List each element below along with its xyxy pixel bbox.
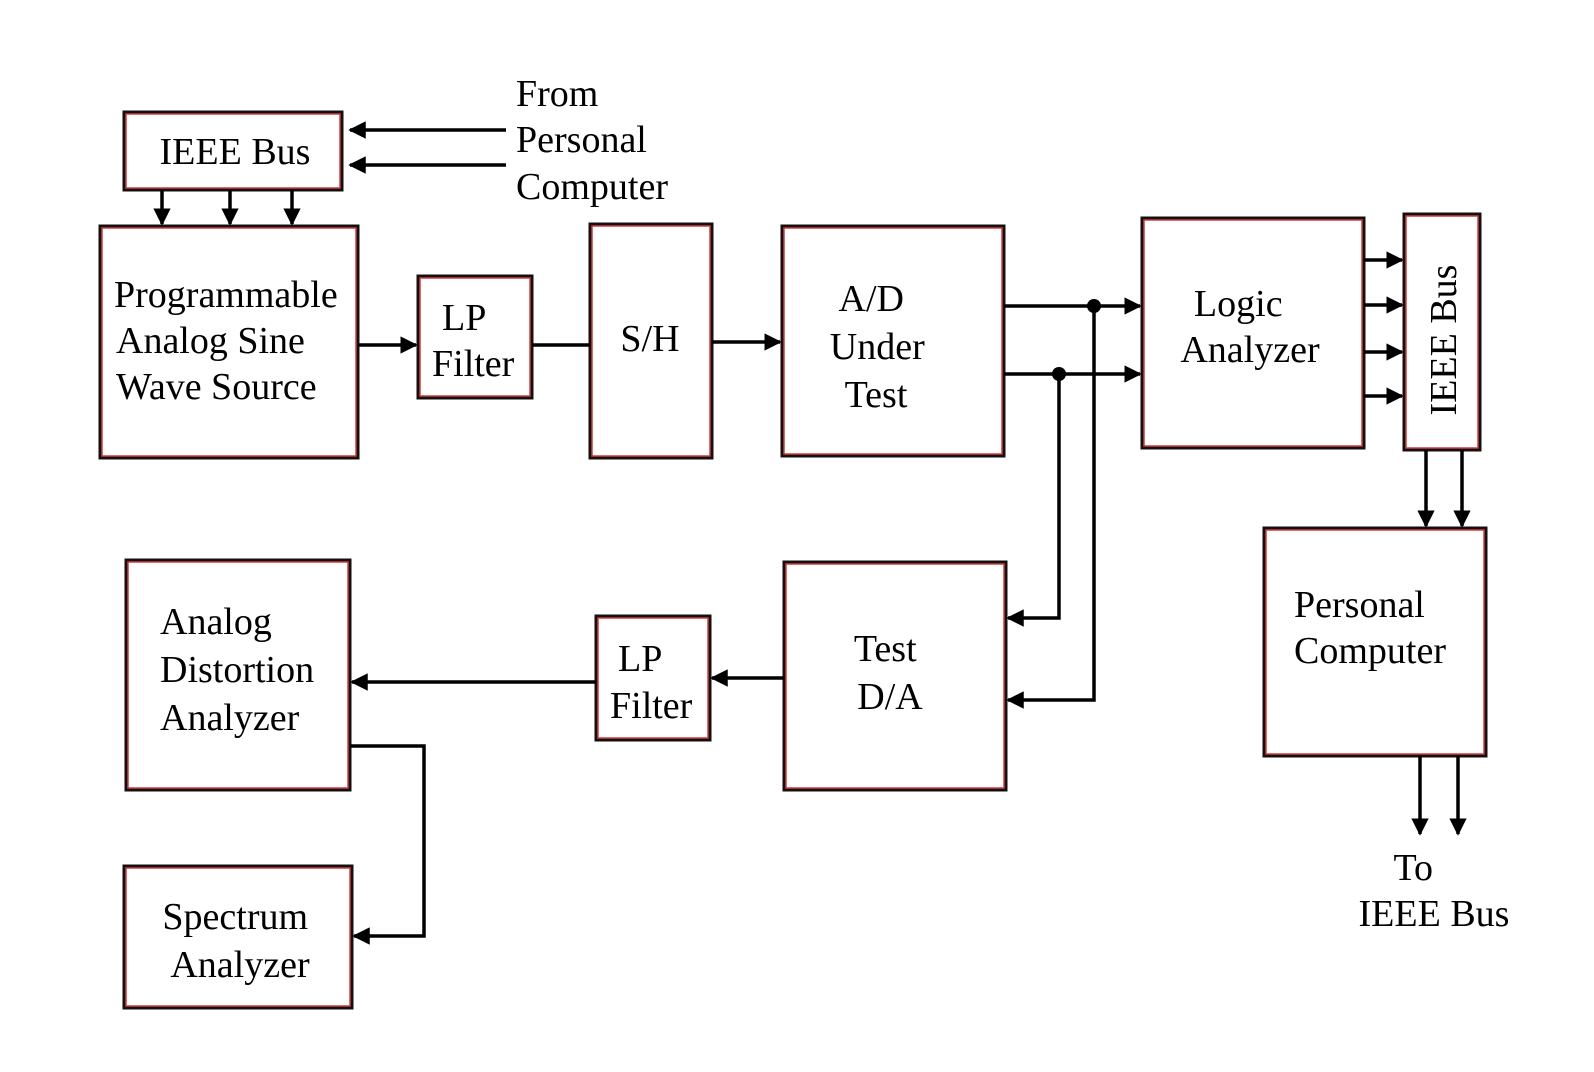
ieee-bus-right-block: IEEE Bus (1402, 212, 1482, 452)
lp-filter-1-label: LP Filter (432, 297, 515, 385)
from-pc-label: From Personal Computer (516, 73, 668, 208)
dac-block: Test D/A (782, 560, 1008, 792)
arrow-distortion-to-spectrum (350, 744, 426, 945)
spectrum-analyzer-block: Spectrum Analyzer (122, 864, 354, 1010)
arrow-tap-to-dac-2 (1006, 306, 1096, 709)
ieee-bus-right-label: IEEE Bus (1423, 265, 1465, 416)
lp-filter-1-block: LP Filter (416, 274, 534, 400)
sine-source-label: Programmable Analog Sine Wave Source (114, 274, 347, 408)
adc-block: A/D Under Test (780, 224, 1006, 458)
distortion-analyzer-block: Analog Distortion Analyzer (124, 558, 352, 792)
personal-computer-label: Personal Computer (1294, 584, 1446, 672)
lp-filter-2-label: LP Filter (610, 638, 693, 727)
adc-label: A/D Under Test (830, 278, 934, 416)
ieee-bus-top-label: IEEE Bus (160, 131, 311, 173)
arrow-tap-to-dac-1 (1006, 374, 1061, 627)
to-ieee-label: To IEEE Bus (1359, 847, 1510, 935)
sine-source-block: Programmable Analog Sine Wave Source (98, 224, 360, 460)
ieee-bus-top-block: IEEE Bus (122, 110, 344, 192)
distortion-analyzer-label: Analog Distortion Analyzer (160, 601, 324, 739)
lp-filter-2-block: LP Filter (594, 614, 712, 742)
logic-analyzer-label: Logic Analyzer (1180, 283, 1320, 371)
sample-hold-label: S/H (620, 318, 679, 360)
spectrum-analyzer-label: Spectrum Analyzer (162, 896, 317, 986)
sample-hold-block: S/H (588, 222, 714, 460)
personal-computer-block: Personal Computer (1262, 526, 1488, 758)
connections (153, 121, 1471, 945)
logic-analyzer-block: Logic Analyzer (1140, 216, 1366, 450)
dac-label: Test D/A (854, 628, 926, 718)
